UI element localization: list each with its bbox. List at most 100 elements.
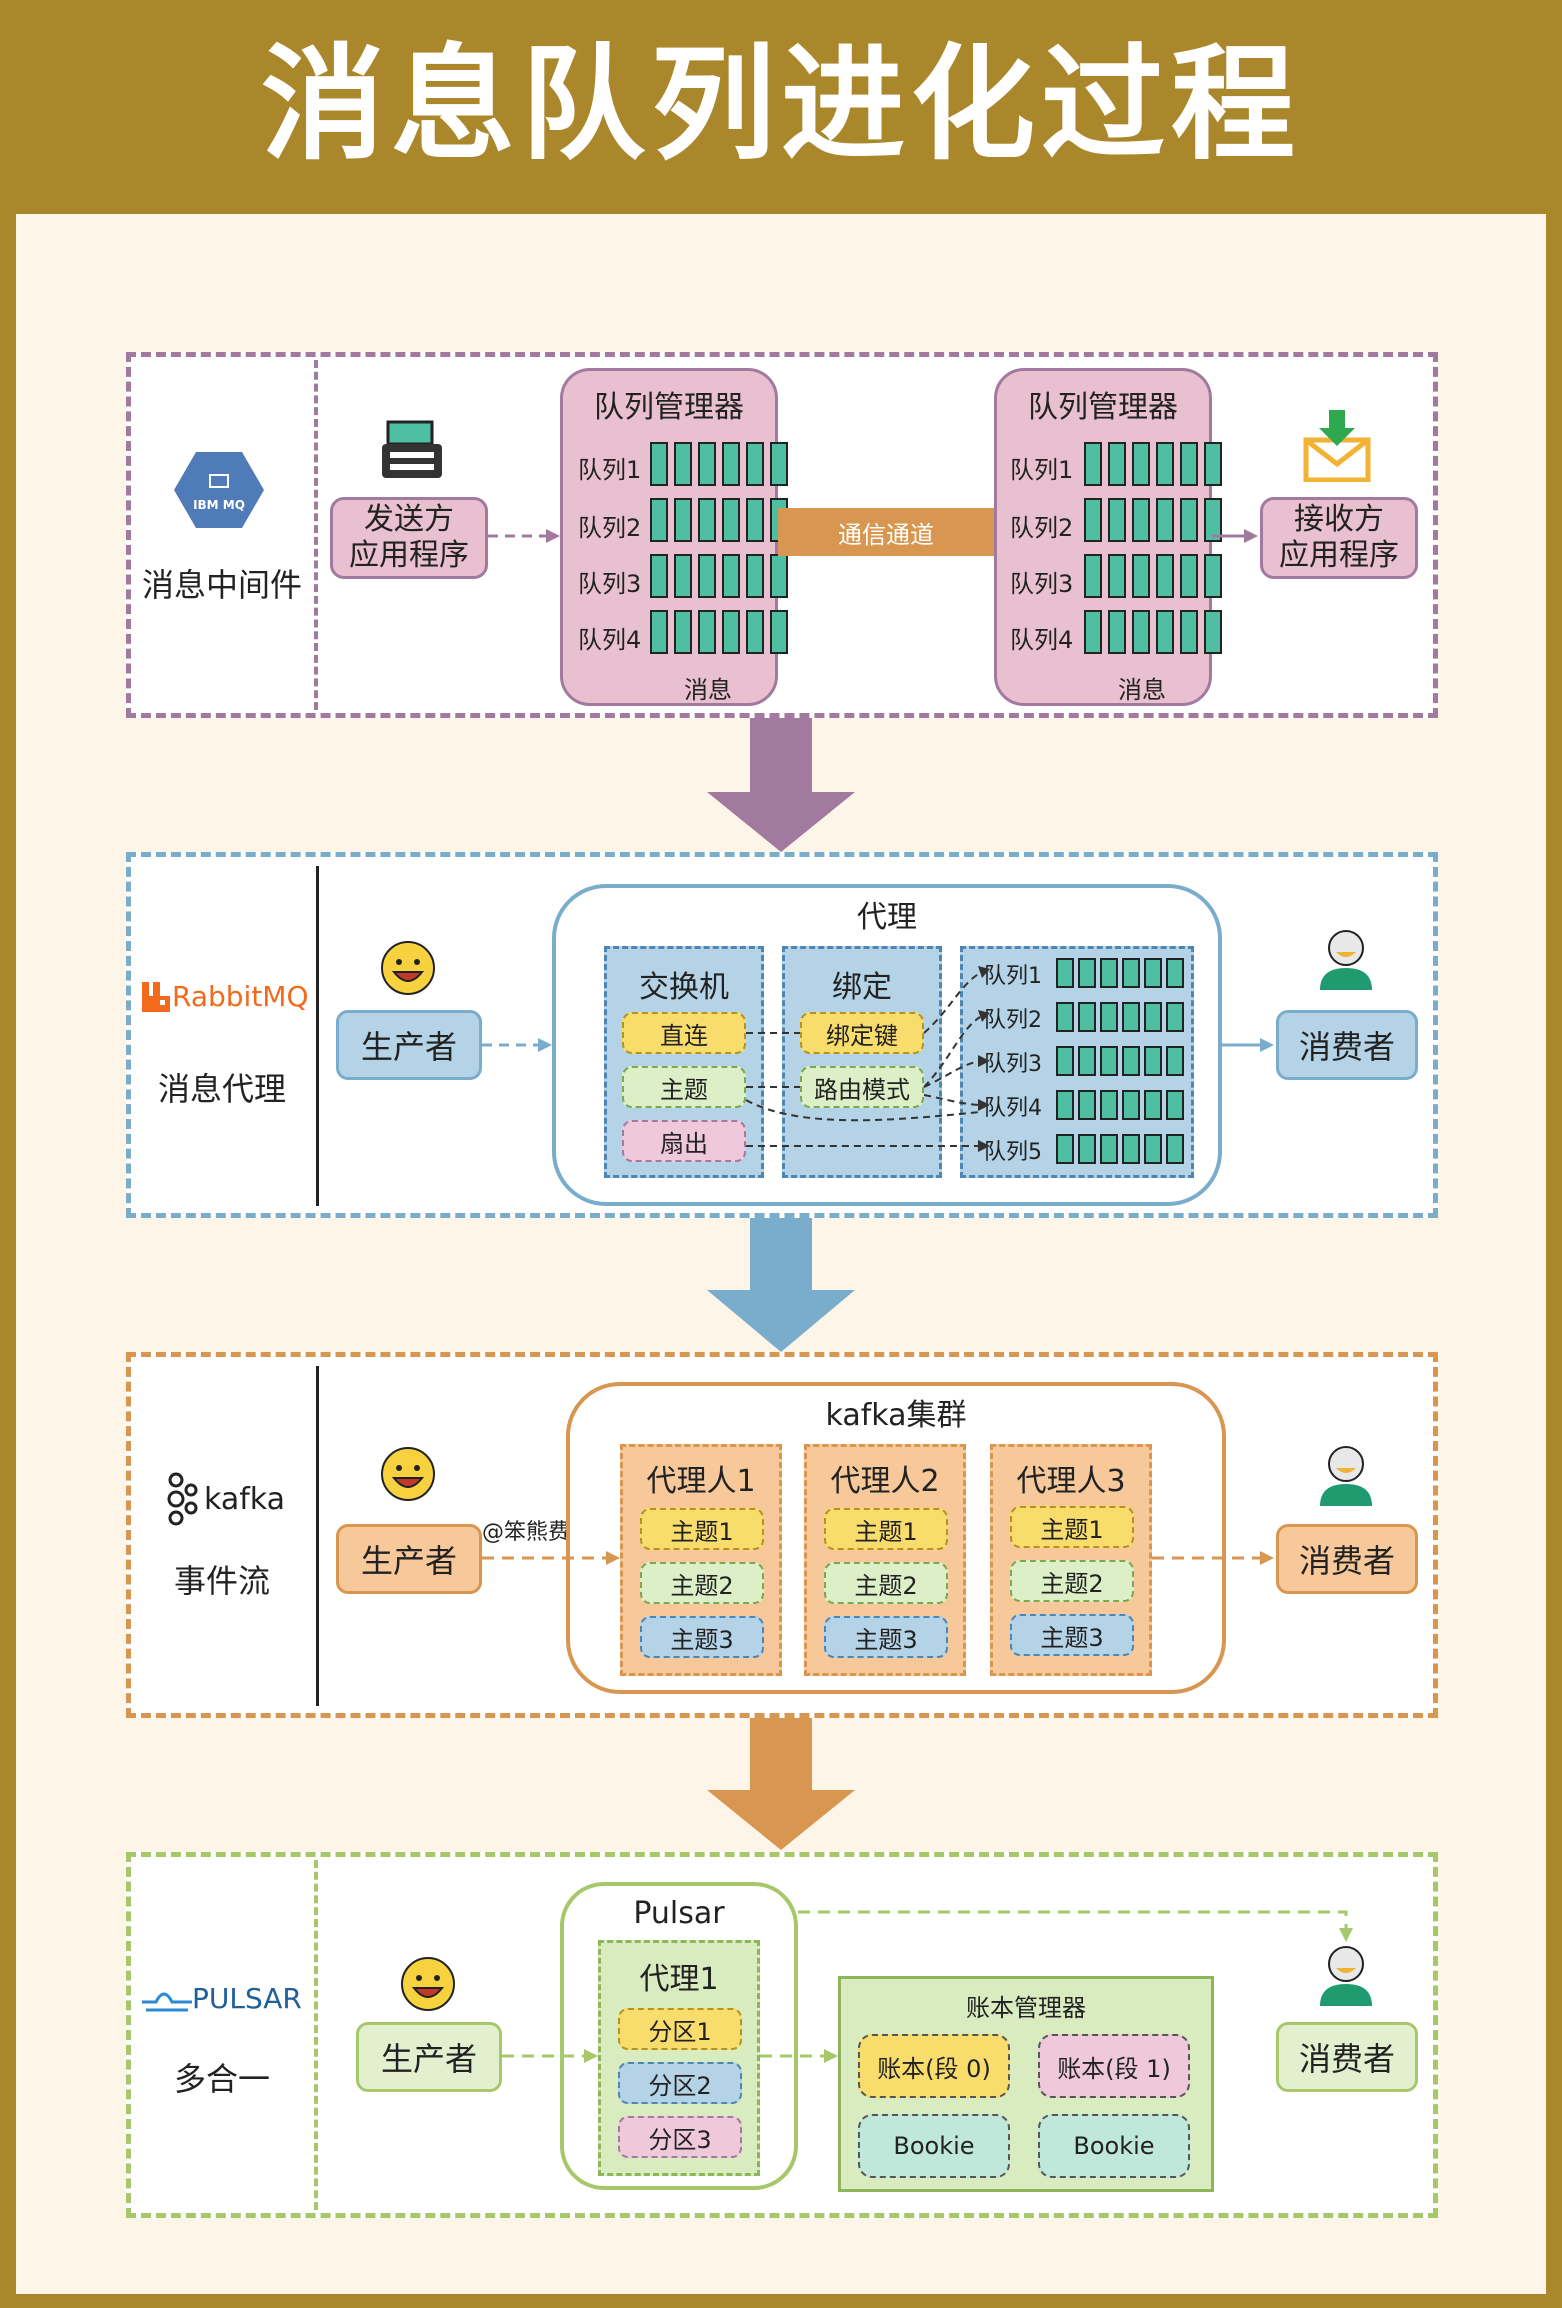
- binding-title: 绑定: [832, 970, 892, 1005]
- left-queue-manager-title: 队列管理器: [594, 390, 744, 425]
- right-queue-3-label: 队列3: [1010, 570, 1074, 598]
- left-queue-1-bar: [650, 442, 788, 486]
- stage4-label: 多合一: [173, 2060, 270, 2098]
- kafka-cluster-title: kafka集群: [825, 1398, 967, 1433]
- mail-icon: [209, 474, 229, 488]
- exchange-topic-label: 主题: [660, 1075, 708, 1104]
- download-mail-icon: [1302, 410, 1372, 483]
- bookie-2: Bookie: [1038, 2114, 1190, 2178]
- stage4-producer-smiley-icon: [401, 1957, 455, 2011]
- partition-1-label: 分区1: [648, 2017, 712, 2046]
- kafka-broker-2-topic-1: 主题1: [824, 1508, 948, 1550]
- kafka-broker-2-topic-2: 主题2: [824, 1562, 948, 1604]
- pulsar-title: Pulsar: [633, 1896, 725, 1931]
- right-queue-manager-title: 队列管理器: [1028, 390, 1178, 425]
- partition-2: 分区2: [618, 2062, 742, 2104]
- kafka-broker-1-title: 代理人1: [646, 1464, 756, 1499]
- right-queue-2-bar: [1084, 498, 1222, 542]
- broker-queue-1-label: 队列1: [984, 964, 1042, 989]
- stage2-consumer: 消费者: [1276, 1010, 1418, 1080]
- partition-3: 分区3: [618, 2116, 742, 2158]
- ledger-segment-1: 账本(段 1): [1038, 2034, 1190, 2098]
- stage3-producer: 生产者: [336, 1524, 482, 1594]
- stage3-divider: [316, 1366, 319, 1706]
- binding-panel: [782, 946, 942, 1178]
- kafka-broker-1-topic-2: 主题2: [640, 1562, 764, 1604]
- broker-queue-2-label: 队列2: [984, 1008, 1042, 1033]
- binding-key-label: 绑定键: [826, 1021, 898, 1050]
- left-queue-2-label: 队列2: [578, 514, 642, 542]
- pulsar-logo-text: PULSAR: [192, 1982, 302, 2015]
- routing-pattern: 路由模式: [800, 1066, 924, 1108]
- ibm-mq-logo-text: IBM MQ: [193, 498, 245, 512]
- kafka-broker-2-title: 代理人2: [830, 1464, 940, 1499]
- broker-queue-1-bar: [1056, 958, 1184, 988]
- stage3-label: 事件流: [173, 1562, 270, 1600]
- kafka-broker-3-topic-2: 主题2: [1010, 1560, 1134, 1602]
- exchange-direct-label: 直连: [660, 1021, 708, 1050]
- right-queue-manager: [994, 368, 1212, 706]
- sender-app: 发送方 应用程序: [330, 497, 488, 579]
- kafka-broker-1-topic-2-label: 主题2: [670, 1571, 734, 1600]
- partition-1: 分区1: [618, 2008, 742, 2050]
- left-queue-manager: [560, 368, 778, 706]
- kafka-broker-2-topic-3-label: 主题3: [854, 1625, 918, 1654]
- kafka-nodes-icon: [167, 1472, 198, 1526]
- down-arrow-1: [707, 716, 855, 852]
- right-queue-3-bar: [1084, 554, 1222, 598]
- kafka-broker-3-topic-3: 主题3: [1010, 1614, 1134, 1656]
- stage2-consumer-icon: [1320, 930, 1372, 990]
- kafka-broker-3-title: 代理人3: [1016, 1464, 1126, 1499]
- exchange-direct: 直连: [622, 1012, 746, 1054]
- broker-queue-3-bar: [1056, 1046, 1184, 1076]
- stage2-consumer-label: 消费者: [1298, 1028, 1395, 1066]
- bookie-1: Bookie: [858, 2114, 1010, 2178]
- exchange-fanout-label: 扇出: [660, 1129, 708, 1158]
- rabbitmq-logo: RabbitMQ: [142, 980, 312, 1014]
- stage4-consumer-label: 消费者: [1298, 2040, 1395, 2078]
- receiver-app: 接收方 应用程序: [1260, 497, 1418, 579]
- ibm-mq-logo: IBM MQ: [174, 450, 264, 530]
- broker-queue-3-label: 队列3: [984, 1052, 1042, 1077]
- sender-app-label: 发送方 应用程序: [349, 502, 469, 573]
- kafka-broker-3-topic-3-label: 主题3: [1040, 1623, 1104, 1652]
- kafka-broker-2-topic-3: 主题3: [824, 1616, 948, 1658]
- receiver-app-label: 接收方 应用程序: [1279, 502, 1399, 573]
- rabbitmq-logo-text: RabbitMQ: [172, 980, 309, 1013]
- ledger-manager-title: 账本管理器: [966, 1994, 1086, 2022]
- rabbit-icon: [142, 982, 170, 1012]
- down-arrow-3: [707, 1716, 855, 1850]
- partition-2-label: 分区2: [648, 2071, 712, 2100]
- pulsar-broker-title: 代理1: [639, 1962, 719, 1997]
- broker-title: 代理: [857, 900, 917, 935]
- communication-channel: 通信通道: [778, 508, 994, 556]
- left-queue-1-label: 队列1: [578, 456, 642, 484]
- left-queue-3-label: 队列3: [578, 570, 642, 598]
- stage3-producer-label: 生产者: [360, 1542, 457, 1580]
- exchange-fanout: 扇出: [622, 1120, 746, 1162]
- stage2-producer: 生产者: [336, 1010, 482, 1080]
- stage2-divider: [316, 866, 319, 1206]
- ledger-segment-0: 账本(段 0): [858, 2034, 1010, 2098]
- stage2-producer-label: 生产者: [360, 1028, 457, 1066]
- right-queue-2-label: 队列2: [1010, 514, 1074, 542]
- stage4-consumer-icon: [1320, 1946, 1372, 2006]
- broker-queue-5-label: 队列5: [984, 1140, 1042, 1165]
- left-queue-4-bar: [650, 610, 788, 654]
- stage3-consumer: 消费者: [1276, 1524, 1418, 1594]
- broker-queue-4-bar: [1056, 1090, 1184, 1120]
- broker-queue-2-bar: [1056, 1002, 1184, 1032]
- bookie-2-label: Bookie: [1073, 2132, 1155, 2160]
- stage4-consumer: 消费者: [1276, 2022, 1418, 2092]
- right-queue-1-label: 队列1: [1010, 456, 1074, 484]
- left-queue-4-label: 队列4: [578, 626, 642, 654]
- kafka-broker-3-topic-2-label: 主题2: [1040, 1569, 1104, 1598]
- right-queue-4-bar: [1084, 610, 1222, 654]
- left-queue-3-bar: [650, 554, 788, 598]
- routing-pattern-label: 路由模式: [814, 1075, 910, 1104]
- kafka-broker-1-topic-3: 主题3: [640, 1616, 764, 1658]
